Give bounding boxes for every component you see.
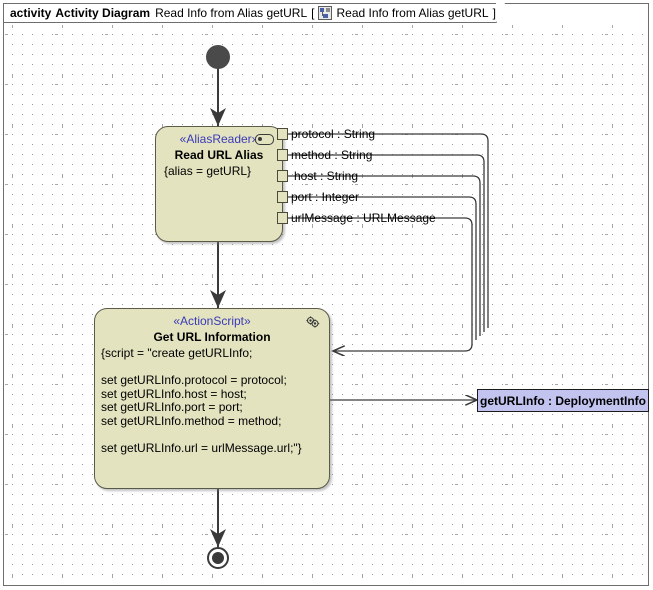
action-name-read-url-alias: Read URL Alias — [174, 148, 264, 162]
bracket-close: ] — [492, 6, 496, 20]
action-read-url-alias[interactable]: «AliasReader» Read URL Alias {alias = ge… — [155, 126, 283, 242]
gears-icon — [306, 316, 320, 328]
pin-label-urlmessage: urlMessage : URLMessage — [291, 211, 436, 225]
canvas-grid-dots — [5, 25, 647, 584]
object-node-geturlinfo[interactable]: getURLInfo : DeploymentInfo — [477, 389, 649, 412]
diagram-frame — [3, 3, 649, 586]
object-node-label: getURLInfo : DeploymentInfo — [480, 393, 646, 408]
diagram-name-label: Read Info from Alias getURL — [155, 6, 308, 20]
action-body-read-url-alias: {alias = getURL} — [164, 164, 252, 178]
diagram-keyword: activity — [10, 6, 52, 20]
action-get-url-information[interactable]: «ActionScript» Get URL Information {scri… — [94, 308, 330, 489]
output-pin-protocol[interactable] — [277, 128, 288, 140]
diagram-title-tab[interactable]: activity Activity Diagram Read Info from… — [3, 3, 505, 23]
pin-label-protocol: protocol : String — [291, 127, 376, 141]
initial-node[interactable] — [206, 45, 230, 69]
output-pin-urlmessage[interactable] — [277, 212, 288, 224]
diagram-context-label: Read Info from Alias getURL — [336, 6, 489, 20]
pin-label-host: host : String — [294, 169, 359, 183]
output-pin-method[interactable] — [277, 149, 288, 161]
diagram-type-label: Activity Diagram — [55, 6, 151, 20]
output-pin-port[interactable] — [277, 191, 288, 203]
pin-label-port: port : Integer — [291, 190, 360, 204]
activity-final-node[interactable] — [207, 547, 229, 569]
output-pin-host[interactable] — [277, 170, 288, 182]
bracket-open: [ — [311, 6, 315, 20]
activity-diagram-icon — [318, 6, 333, 20]
action-body-get-url-information: {script = "create getURLInfo; set getURL… — [101, 346, 302, 455]
action-name-get-url-information: Get URL Information — [153, 330, 271, 344]
stereotype-action-script: «ActionScript» — [173, 314, 251, 328]
pin-label-method: method : String — [291, 148, 373, 162]
pin-badge-icon — [255, 134, 274, 145]
